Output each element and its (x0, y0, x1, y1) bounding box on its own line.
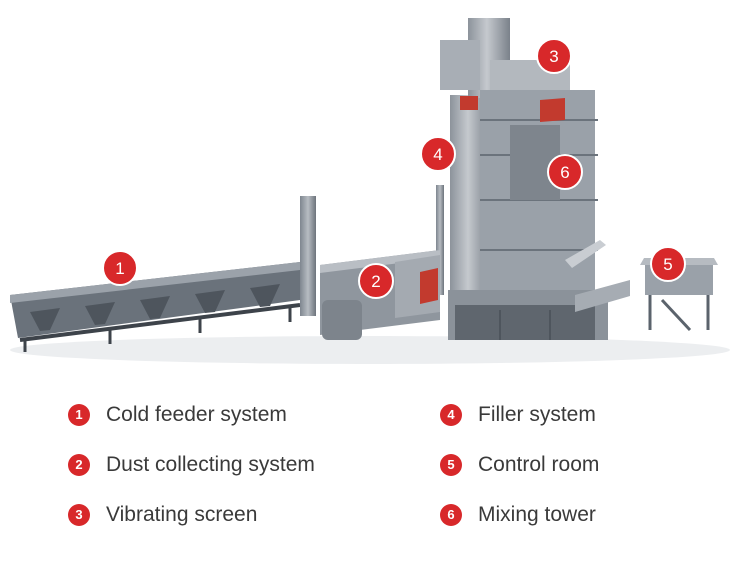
legend-label: Vibrating screen (106, 503, 258, 526)
legend-number: 5 (440, 454, 462, 476)
marker-number: 6 (560, 163, 569, 182)
marker-number: 5 (663, 255, 672, 274)
marker-circle (358, 263, 394, 299)
callout-marker-6: 6 (547, 154, 583, 190)
callout-marker-2: 2 (358, 263, 394, 299)
legend-item-6: 6 Mixing tower (440, 498, 596, 532)
legend-number: 2 (68, 454, 90, 476)
callout-marker-5: 5 (650, 246, 686, 282)
ground-shadow (10, 336, 730, 364)
legend-label: Filler system (478, 403, 596, 426)
legend-number: 3 (68, 504, 90, 526)
legend-number: 6 (440, 504, 462, 526)
dust-collector-structure (300, 185, 444, 340)
callout-markers: 1 2 3 4 5 6 (102, 38, 686, 299)
mixing-tower-structure (440, 18, 630, 340)
plant-drawing: 1 2 3 4 5 6 (10, 18, 730, 364)
callout-marker-4: 4 (420, 136, 456, 172)
marker-circle (420, 136, 456, 172)
legend-item-4: 4 Filler system (440, 398, 596, 432)
callout-marker-3: 3 (536, 38, 572, 74)
legend-item-1: 1 Cold feeder system (68, 398, 287, 432)
legend-number: 1 (68, 404, 90, 426)
legend-item-3: 3 Vibrating screen (68, 498, 257, 532)
legend-item-2: 2 Dust collecting system (68, 448, 315, 482)
legend-item-5: 5 Control room (440, 448, 599, 482)
legend: 1 Cold feeder system 2 Dust collecting s… (0, 398, 731, 548)
marker-number: 2 (371, 272, 380, 291)
callout-marker-1: 1 (102, 250, 138, 286)
marker-number: 3 (549, 47, 558, 66)
marker-circle (547, 154, 583, 190)
legend-number: 4 (440, 404, 462, 426)
legend-label: Control room (478, 453, 600, 476)
legend-label: Cold feeder system (106, 403, 287, 426)
legend-label: Dust collecting system (106, 453, 315, 476)
marker-circle (650, 246, 686, 282)
marker-number: 4 (433, 145, 442, 164)
cold-feeder-structure (10, 262, 301, 352)
marker-circle (102, 250, 138, 286)
asphalt-plant-illustration: 1 2 3 4 5 6 (10, 18, 730, 364)
marker-number: 1 (115, 259, 124, 278)
legend-label: Mixing tower (478, 503, 596, 526)
marker-circle (536, 38, 572, 74)
